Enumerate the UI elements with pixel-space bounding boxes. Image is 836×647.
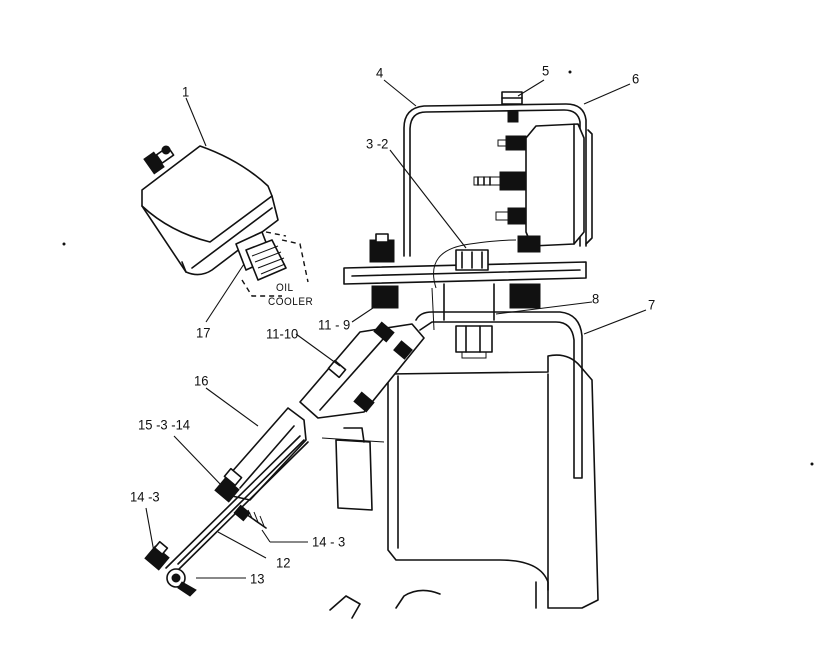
engine-block: [321, 354, 599, 619]
part-14-bolt-left: [144, 540, 170, 571]
part-16-tube: [229, 407, 307, 501]
cooler-label: COOLER: [268, 296, 314, 309]
lead-wire-drop: [431, 287, 435, 331]
part-5-bolt: [501, 91, 523, 123]
part-4-bracket: [403, 103, 587, 257]
oil-cooler-port: [241, 231, 309, 297]
callout-11-10: 11-10: [266, 325, 299, 342]
oil-label: OIL: [276, 282, 294, 295]
callout-12: 12: [276, 554, 291, 571]
part-12-strap: [165, 435, 309, 575]
callout-13: 13: [250, 570, 265, 587]
callout-6: 6: [632, 70, 640, 87]
part-11-clamp: [299, 321, 425, 419]
callout-7: 7: [648, 296, 656, 313]
lead-wire: [433, 239, 517, 289]
part-13-grommet: [166, 568, 197, 597]
part-6-relay: [473, 123, 593, 253]
callout-8: 8: [592, 290, 600, 307]
callout-1: 1: [182, 83, 190, 100]
part-7-bracket: [415, 311, 583, 479]
mounting-plate: [343, 233, 587, 321]
callout-5: 5: [542, 62, 550, 79]
callout-4: 4: [376, 64, 384, 81]
callout-16: 16: [194, 372, 209, 389]
callout-15-3-14: 15 -3 -14: [138, 416, 191, 433]
callout-3-2: 3 -2: [366, 135, 389, 152]
part-1-sender: [141, 145, 287, 281]
callout-17: 17: [196, 324, 211, 341]
part-15-fastener: [214, 467, 243, 503]
callout-14-3-right: 14 - 3: [312, 533, 346, 550]
part-8-nut: [455, 325, 493, 359]
callout-14-3-left: 14 -3: [130, 488, 160, 505]
part-14-bolt-right: [233, 504, 267, 529]
leader-lines: [145, 79, 647, 579]
callout-11-9: 11 - 9: [318, 316, 351, 333]
